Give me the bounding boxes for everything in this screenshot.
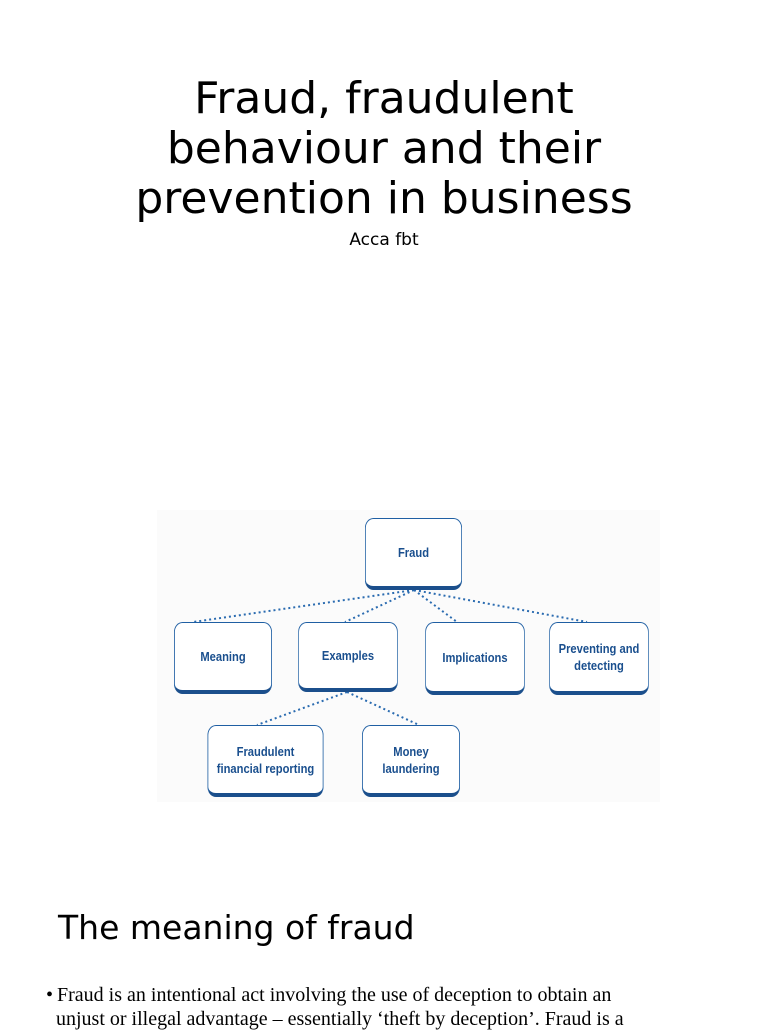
- slide-subtitle: Acca fbt: [349, 230, 419, 250]
- connector-examples-money-laundering: [346, 691, 420, 726]
- section-heading: The meaning of fraud: [58, 908, 415, 947]
- bullet-text-line: Fraud is an intentional act involving th…: [57, 984, 612, 1006]
- node-label: Implications: [442, 649, 508, 665]
- node-label: Fraudulent financial reporting: [216, 743, 315, 776]
- title-line: behaviour and their: [166, 123, 602, 174]
- diagram-connectors: [192, 589, 588, 726]
- title-line: prevention in business: [135, 173, 633, 224]
- node-fraudulent-financial-reporting: Fraudulent financial reporting: [207, 725, 324, 797]
- slide-title: Fraud, fraudulent behaviour and their pr…: [0, 74, 768, 224]
- connector-fraud-implications: [413, 589, 458, 623]
- node-label: Money laundering: [382, 743, 440, 776]
- connector-examples-fraudulent-reporting: [256, 691, 348, 726]
- node-meaning: Meaning: [173, 622, 273, 694]
- connector-fraud-meaning: [192, 589, 415, 623]
- fraud-topic-diagram: Fraud Meaning Examples Implications Prev…: [157, 510, 660, 802]
- node-implications: Implications: [425, 622, 525, 695]
- node-money-laundering: Money laundering: [361, 725, 461, 797]
- bullet-text-line: unjust or illegal advantage – essentiall…: [56, 1008, 624, 1030]
- bullet-mark: •: [46, 984, 54, 1006]
- node-fraud: Fraud: [364, 518, 463, 590]
- title-line: Fraud, fraudulent: [194, 73, 574, 124]
- node-label: Meaning: [200, 649, 246, 664]
- node-label: Preventing and detecting: [558, 641, 640, 673]
- node-label: Examples: [321, 648, 375, 663]
- connector-fraud-examples: [344, 589, 415, 623]
- connector-fraud-preventing: [413, 589, 588, 623]
- node-examples: Examples: [298, 622, 398, 692]
- node-label: Fraud: [397, 545, 430, 560]
- node-preventing-and-detecting: Preventing and detecting: [549, 622, 649, 695]
